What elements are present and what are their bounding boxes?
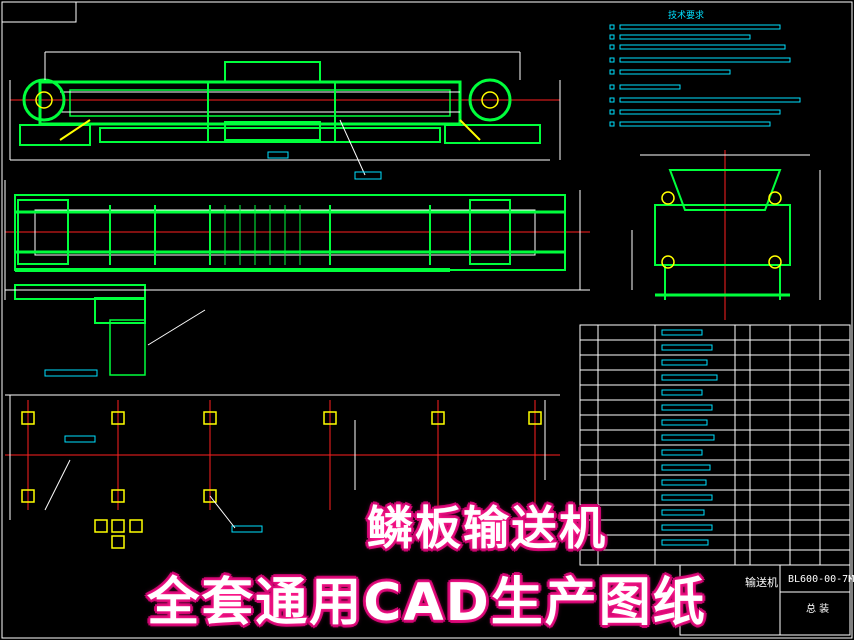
cross-section-view	[631, 150, 821, 320]
drawing-number: BL600-00-7M	[788, 574, 854, 585]
overlay-subtitle: 全套通用CAD生产图纸	[147, 573, 707, 633]
notes-heading: 技术要求	[668, 9, 704, 21]
title-block-name: 输送机	[745, 575, 778, 589]
parts-list-entries	[661, 329, 718, 546]
side-elevation-view	[9, 51, 561, 180]
technical-notes	[609, 24, 801, 127]
plan-view	[4, 180, 590, 377]
title-block	[679, 564, 851, 636]
foundation-plan	[5, 394, 560, 549]
overlay-title: 鳞板输送机	[367, 501, 607, 555]
parts-list-table	[579, 324, 851, 566]
title-block-label: 总 装	[806, 602, 829, 615]
corner-box	[1, 1, 77, 23]
